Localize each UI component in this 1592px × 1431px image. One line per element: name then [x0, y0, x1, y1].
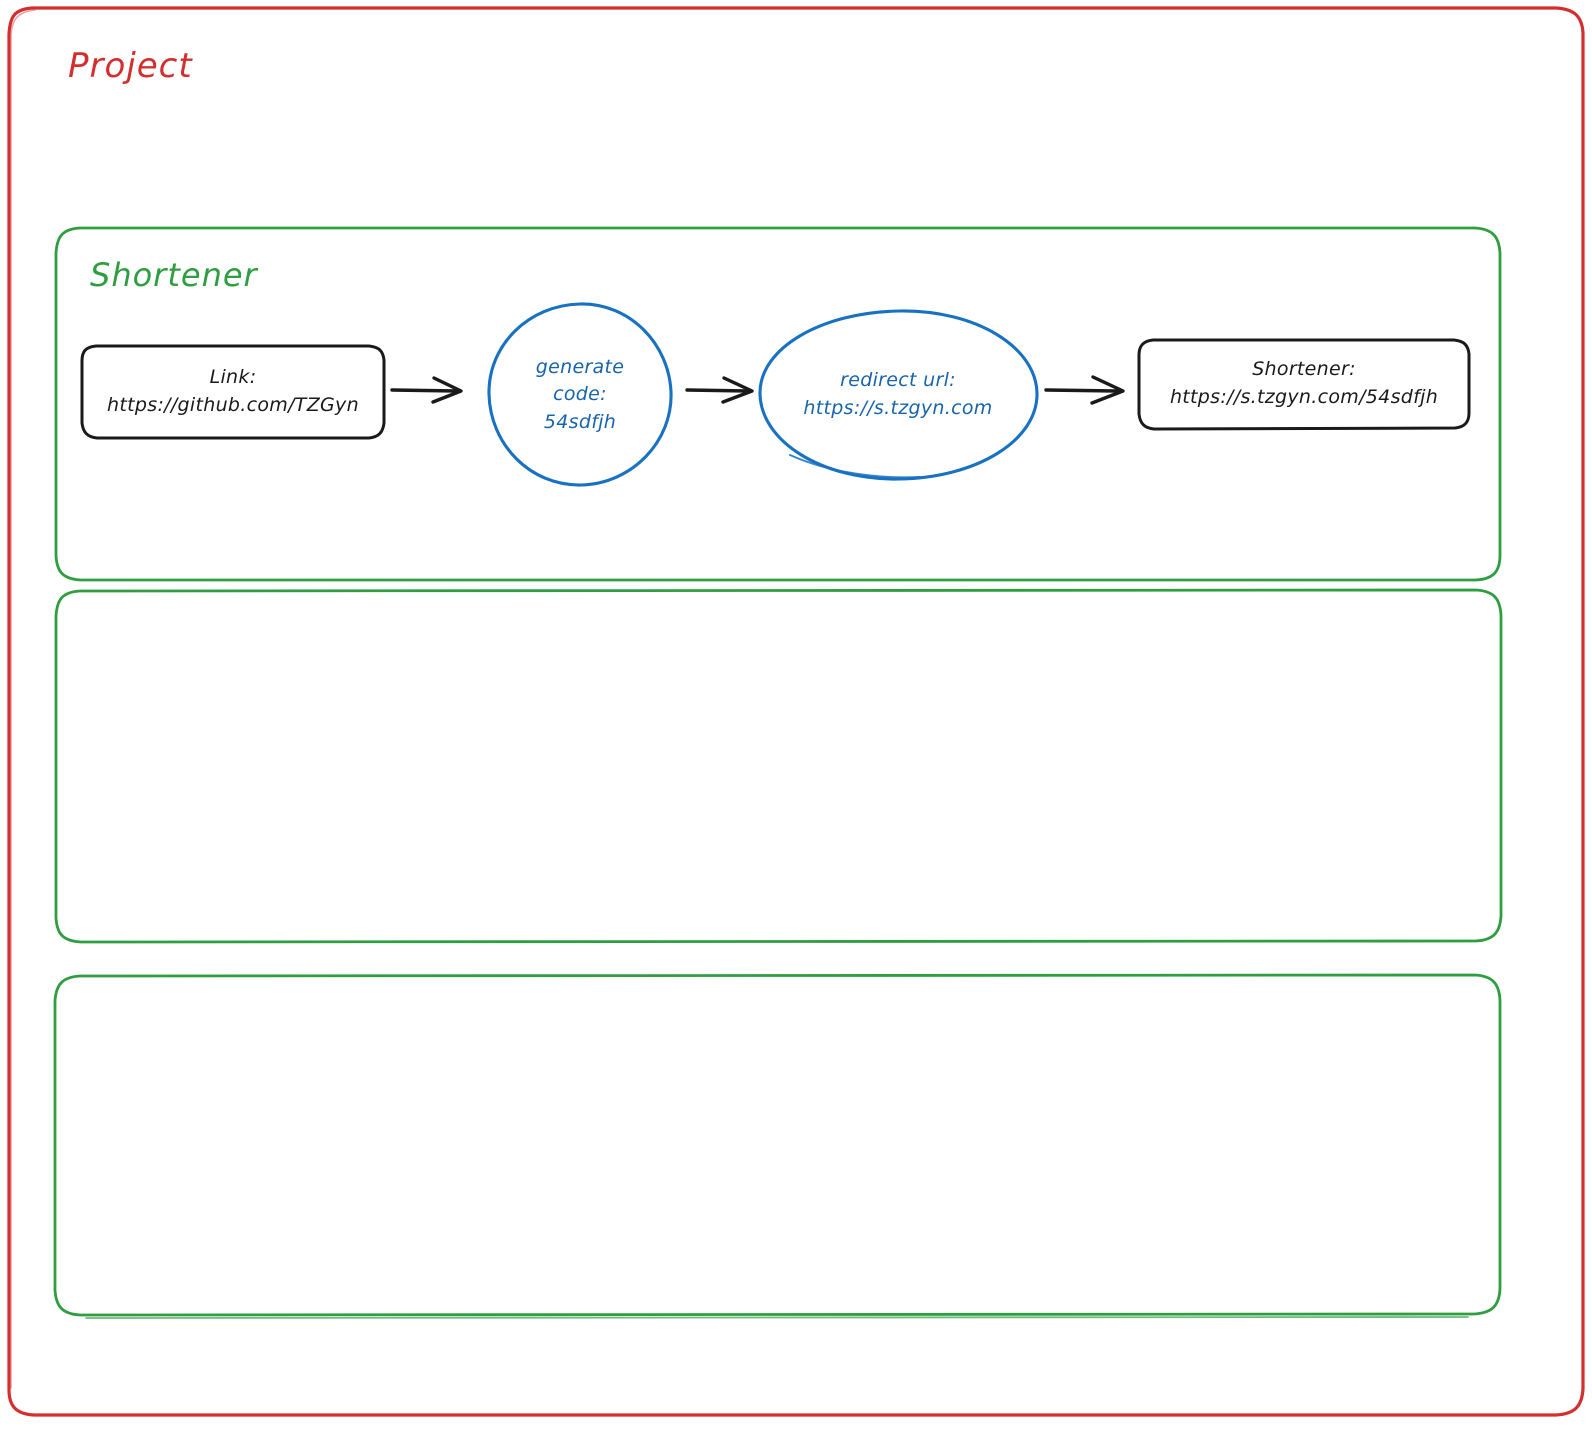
- arrow-generate-to-redirect: [685, 376, 754, 404]
- project-outer-border: [7, 6, 1585, 1417]
- group-empty-3-border: [53, 973, 1502, 1319]
- node-generate-code-shape[interactable]: [487, 302, 673, 487]
- node-redirect-url-shape[interactable]: [758, 309, 1039, 481]
- node-shortener-result-shape[interactable]: [1137, 338, 1471, 431]
- group-empty-2-border: [54, 588, 1503, 944]
- arrow-link-to-generate: [390, 376, 463, 404]
- group-shortener-border: [54, 226, 1502, 582]
- node-link-shape[interactable]: [80, 344, 386, 440]
- arrow-redirect-to-shortener: [1044, 375, 1125, 405]
